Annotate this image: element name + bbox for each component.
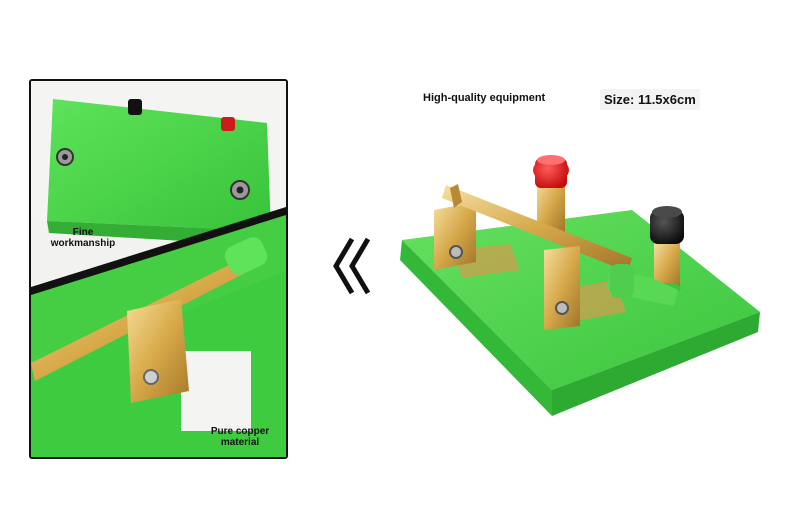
double-chevron-left-icon [333, 237, 371, 295]
detail-photo [31, 81, 286, 457]
caption-fine-workmanship: Fine workmanship [43, 227, 123, 249]
detail-panel: Fine workmanship Pure copper material [29, 79, 288, 459]
quality-label: High-quality equipment [423, 92, 546, 104]
caption-pure-copper: Pure copper material [197, 426, 283, 448]
knife-switch-photo [400, 155, 760, 416]
caption-copper-line1: Pure copper [210, 426, 270, 437]
caption-copper-line2: material [220, 437, 260, 448]
size-label: Size: 11.5x6cm [600, 89, 700, 110]
caption-fine-line2: workmanship [50, 238, 116, 249]
caption-fine-line1: Fine [72, 227, 94, 238]
